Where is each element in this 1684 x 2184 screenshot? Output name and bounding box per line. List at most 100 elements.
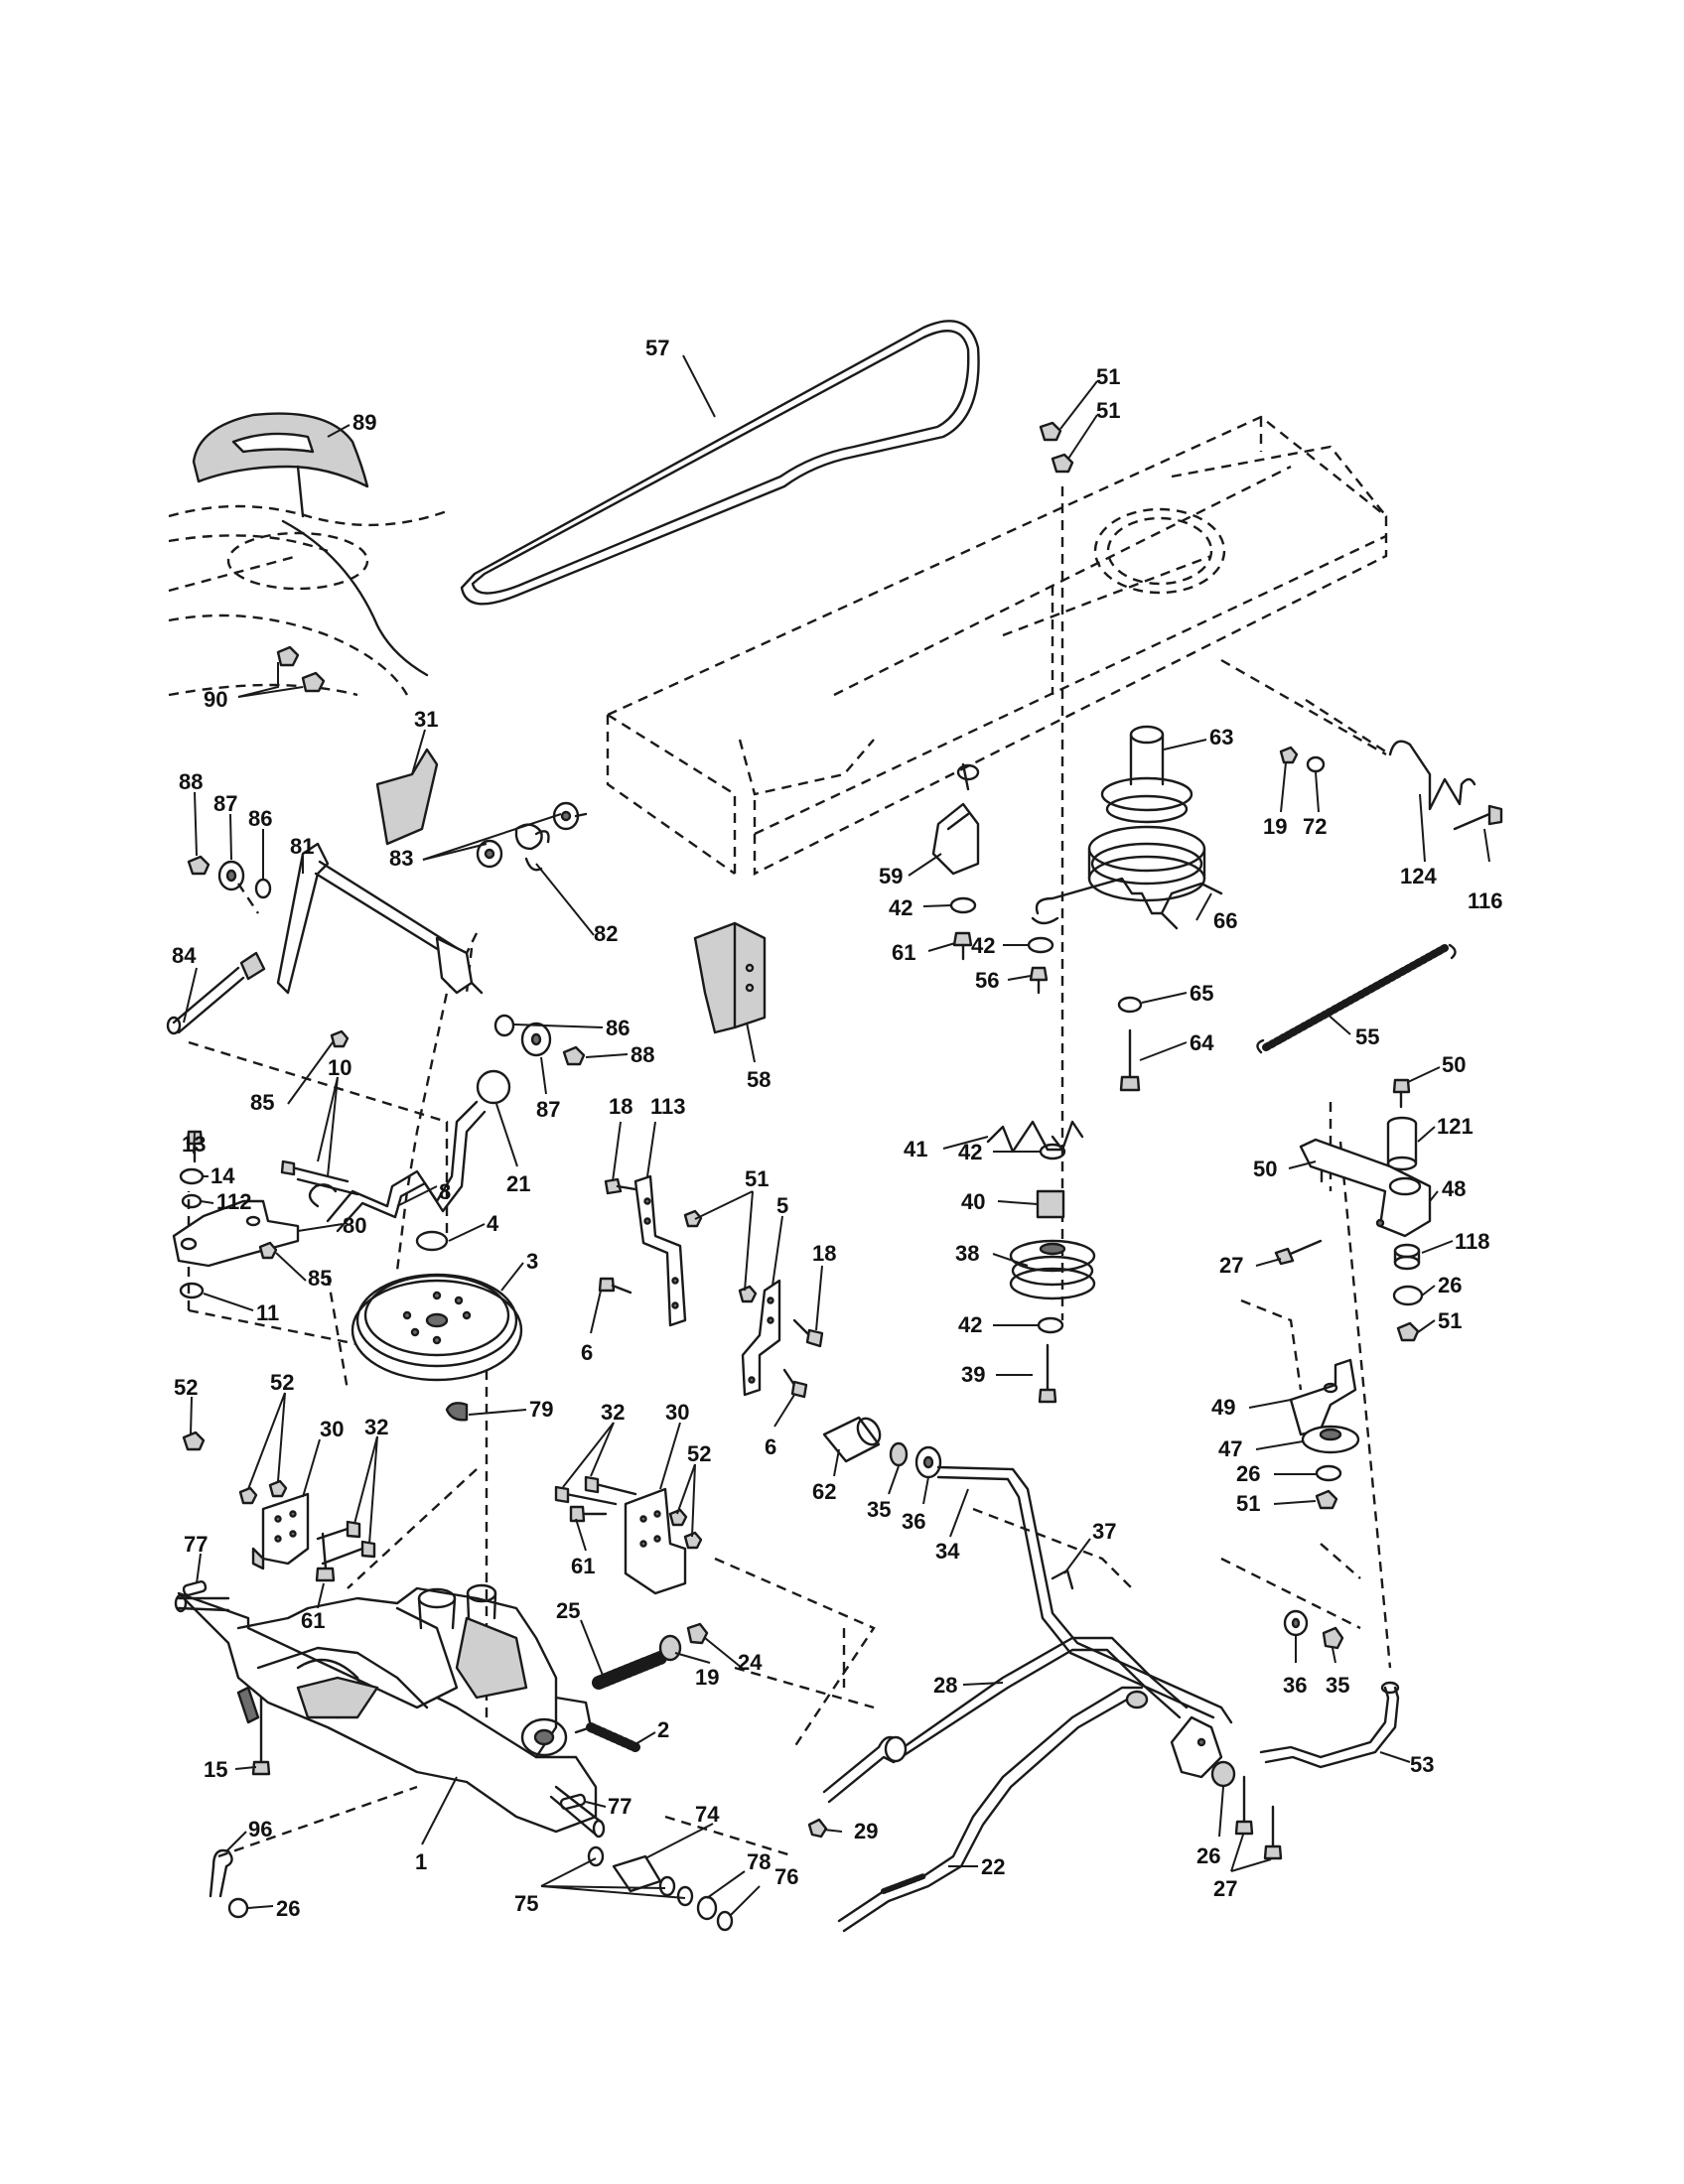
cap-29: [807, 1818, 828, 1839]
bolts-10: [280, 1160, 359, 1196]
callout-5: 5: [776, 1193, 788, 1218]
assembly-guides: [187, 486, 1392, 1858]
callout-51: 51: [1096, 364, 1120, 389]
callout-116: 116: [1468, 888, 1503, 913]
bracket-59: [931, 762, 980, 876]
bushing-121: [1386, 1116, 1418, 1171]
rod-66: [1031, 877, 1223, 930]
drive-belt: [460, 320, 980, 606]
callout-112: 112: [216, 1189, 252, 1214]
callout-21: 21: [506, 1171, 530, 1196]
callout-59: 59: [879, 864, 903, 888]
callout-1: 1: [415, 1849, 427, 1874]
washer-14: [179, 1167, 205, 1185]
callout-40: 40: [961, 1189, 985, 1214]
callout-6: 6: [581, 1340, 593, 1365]
pulley-3: [351, 1273, 523, 1382]
callout-52: 52: [687, 1441, 711, 1466]
callout-51: 51: [745, 1166, 769, 1191]
spacer-74: [612, 1854, 662, 1893]
callout-2: 2: [657, 1717, 669, 1742]
callout-64: 64: [1190, 1030, 1214, 1055]
bolts-32-a: [316, 1520, 376, 1566]
washer-42-c: [1039, 1143, 1066, 1160]
washers-75: [587, 1845, 694, 1907]
washer-65: [1117, 996, 1143, 1014]
bolt-6-b: [782, 1368, 808, 1399]
callout-32: 32: [601, 1400, 625, 1425]
callout-84: 84: [172, 943, 197, 968]
callout-31: 31: [414, 707, 438, 732]
bolts-27-b: [1234, 1775, 1283, 1860]
callout-48: 48: [1442, 1176, 1466, 1201]
callout-42: 42: [958, 1140, 982, 1164]
rod-41: [986, 1120, 1084, 1154]
callout-78: 78: [747, 1849, 771, 1874]
clip-124: [1388, 740, 1476, 811]
bolt-15: [251, 1696, 271, 1776]
callout-13: 13: [182, 1132, 206, 1157]
spacer-118: [1393, 1243, 1421, 1271]
callout-26: 26: [1196, 1843, 1220, 1868]
callout-22: 22: [981, 1854, 1005, 1879]
ring-4: [415, 1230, 449, 1252]
callout-51: 51: [1236, 1491, 1260, 1516]
callout-34: 34: [935, 1539, 960, 1564]
chassis-frame: [606, 415, 1391, 876]
callout-61: 61: [571, 1554, 595, 1578]
pulley-38: [1009, 1239, 1096, 1300]
bolt-27-a: [1274, 1239, 1323, 1266]
callout-10: 10: [328, 1055, 351, 1080]
knob-21: [476, 1069, 511, 1105]
callout-27: 27: [1213, 1876, 1237, 1901]
washer-11: [179, 1282, 205, 1299]
key-77-b: [559, 1793, 587, 1811]
nut-51-d: [1396, 1321, 1420, 1342]
nut-88-a: [187, 855, 210, 876]
washer-26-b: [1315, 1464, 1342, 1482]
washer-87-b: [520, 1022, 552, 1057]
washer-42-a: [949, 896, 977, 914]
callout-3: 3: [526, 1249, 538, 1274]
callout-90: 90: [204, 687, 227, 712]
callout-118: 118: [1455, 1229, 1490, 1254]
callout-49: 49: [1211, 1395, 1235, 1420]
callout-35: 35: [867, 1497, 891, 1522]
nut-85-a: [330, 1029, 350, 1048]
bracket-30-a: [251, 1492, 310, 1570]
callout-47: 47: [1218, 1436, 1242, 1461]
rod-53: [1259, 1681, 1400, 1769]
ring-76: [716, 1910, 734, 1932]
callout-18: 18: [609, 1094, 632, 1119]
washer-26-d: [1210, 1760, 1236, 1788]
callout-89: 89: [352, 410, 376, 435]
callout-26: 26: [1236, 1461, 1260, 1486]
callout-82: 82: [594, 921, 618, 946]
bolt-18-b: [792, 1318, 824, 1348]
callout-25: 25: [556, 1598, 580, 1623]
callout-87: 87: [536, 1097, 560, 1122]
bolts-32-b: [554, 1475, 637, 1506]
bushing-62: [822, 1416, 882, 1463]
callout-62: 62: [812, 1479, 836, 1504]
callout-19: 19: [695, 1665, 719, 1690]
callout-87: 87: [213, 791, 237, 816]
callout-76: 76: [774, 1864, 798, 1889]
washer-26-c: [227, 1897, 249, 1919]
callout-30: 30: [320, 1417, 344, 1441]
callout-26: 26: [1438, 1273, 1462, 1297]
shaft-34: [936, 1465, 1233, 1724]
callout-4: 4: [487, 1211, 499, 1236]
nut-51-e: [1315, 1489, 1338, 1510]
callout-79: 79: [529, 1397, 553, 1422]
bracket-48: [1299, 1138, 1432, 1238]
bushing-19-b: [658, 1634, 682, 1662]
bolt-64: [1119, 1028, 1141, 1092]
washer-42-d: [1037, 1316, 1064, 1334]
pin-96: [209, 1848, 233, 1898]
callout-72: 72: [1303, 814, 1327, 839]
leader-lines: [183, 354, 1490, 1917]
bracket-5: [741, 1279, 781, 1397]
nut-85-b: [258, 1241, 278, 1260]
callout-85: 85: [250, 1090, 274, 1115]
